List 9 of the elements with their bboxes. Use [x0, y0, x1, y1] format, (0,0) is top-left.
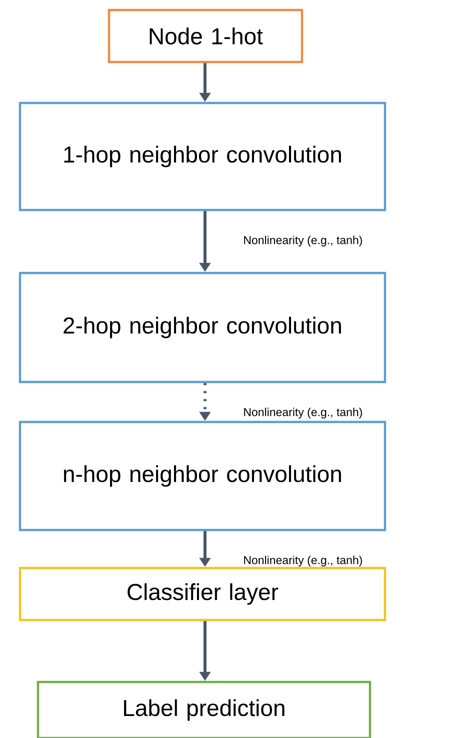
layer-box: Classifier layer	[18, 566, 386, 622]
edge-label: Nonlinearity (e.g., tanh)	[244, 408, 362, 418]
layer-box: n-hop neighbor convolution	[18, 420, 386, 532]
layer-box: Node 1-hot	[108, 8, 304, 64]
layer-box: Label prediction	[36, 680, 372, 738]
edge-label: Nonlinearity (e.g., tanh)	[244, 236, 362, 246]
layer-box: 1-hop neighbor convolution	[18, 102, 386, 212]
edge-label: Nonlinearity (e.g., tanh)	[244, 556, 362, 566]
layer-box: 2-hop neighbor convolution	[18, 272, 386, 384]
